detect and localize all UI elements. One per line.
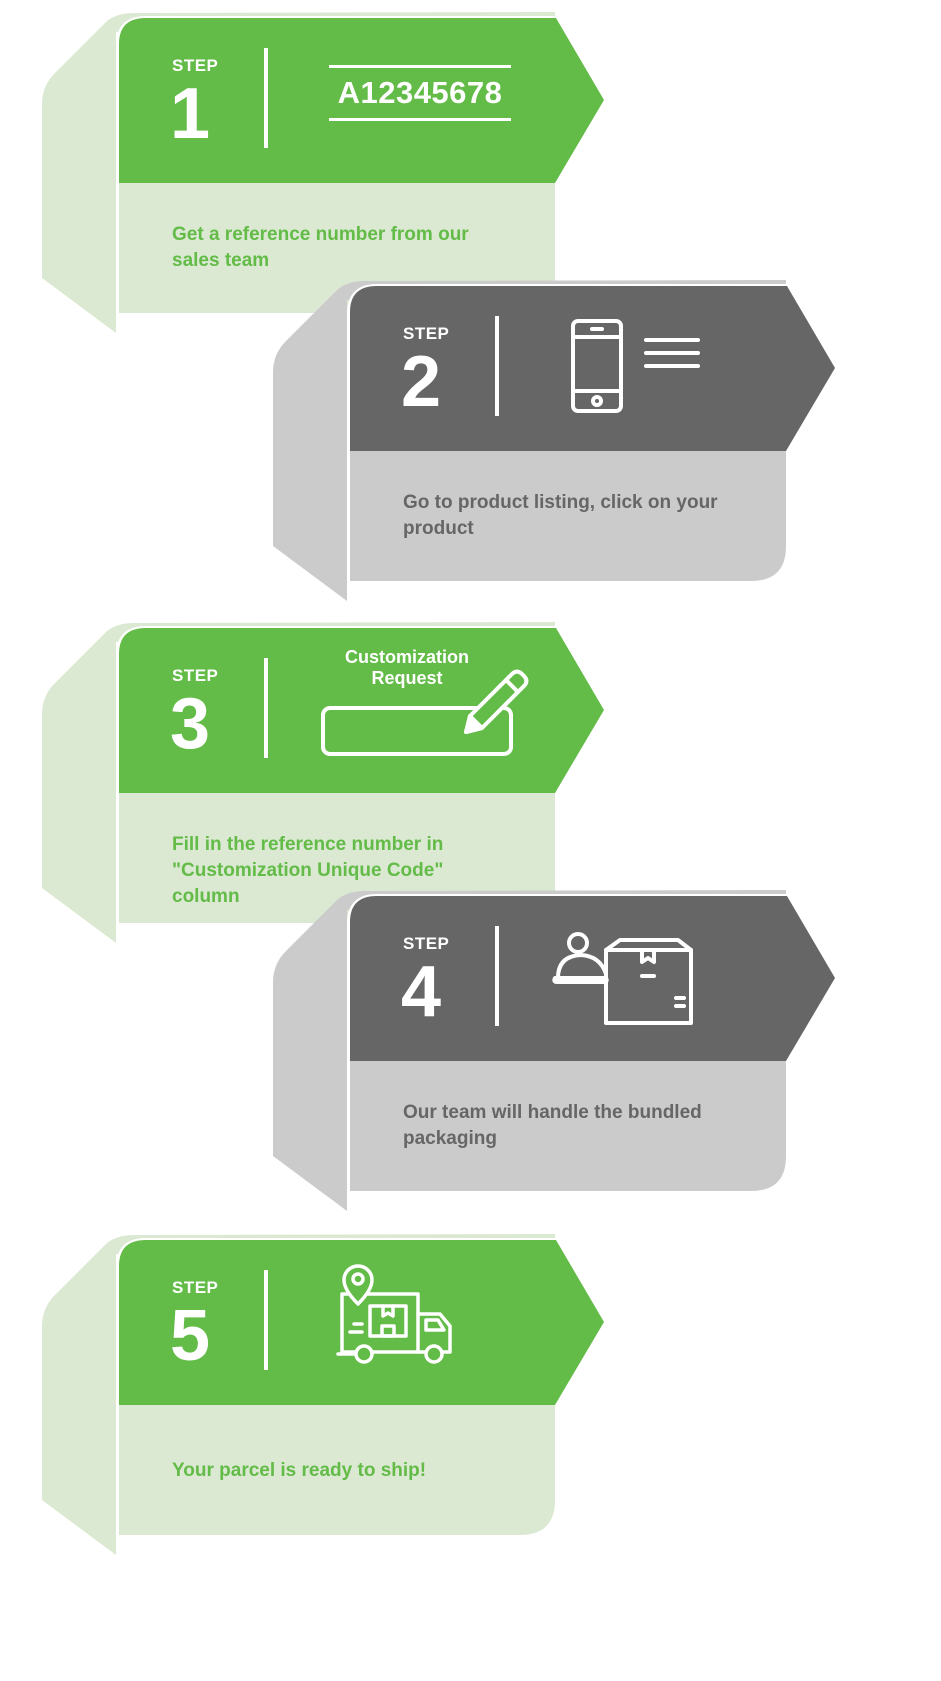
step-5-card: STEP 5 Your parcel is ready to ship! xyxy=(42,1234,612,1559)
divider xyxy=(264,48,268,148)
step-number: 4 xyxy=(401,952,442,1032)
step-label: STEP xyxy=(403,934,450,953)
step-description: Fill in the reference number in "Customi… xyxy=(172,834,444,907)
divider xyxy=(495,926,499,1026)
step-number: 3 xyxy=(170,684,211,764)
step-label: STEP xyxy=(172,56,219,75)
step-number: 1 xyxy=(170,74,211,154)
step-2-card: STEP 2 Go to product listing, click on y… xyxy=(273,280,843,605)
step-description: Go to product listing, click on your pro… xyxy=(403,492,718,539)
smartphone-icon xyxy=(571,319,700,413)
divider xyxy=(264,1270,268,1370)
person-box-icon xyxy=(552,932,693,1025)
edit-field-icon xyxy=(321,669,529,756)
step-4-card: STEP 4 Our team will handle the bundled … xyxy=(273,890,843,1215)
field-title: Customization Request xyxy=(345,647,469,688)
step-number: 2 xyxy=(401,342,442,422)
card-shape xyxy=(42,12,604,333)
card-shape xyxy=(273,280,835,601)
step-number: 5 xyxy=(170,1296,211,1376)
step-description: Get a reference number from our sales te… xyxy=(172,224,469,271)
step-3-card: STEP 3 Customization Request Fill in the… xyxy=(42,622,612,947)
step-label: STEP xyxy=(403,324,450,343)
divider xyxy=(495,316,499,416)
reference-code: A12345678 xyxy=(329,65,511,121)
step-description: Our team will handle the bundled packagi… xyxy=(403,1102,702,1149)
divider xyxy=(264,658,268,758)
step-label: STEP xyxy=(172,1278,219,1297)
step-1-card: STEP 1 A12345678 Get a reference number … xyxy=(42,12,612,337)
delivery-truck-icon xyxy=(336,1264,452,1364)
step-label: STEP xyxy=(172,666,219,685)
card-shape xyxy=(42,1234,604,1555)
step-description: Your parcel is ready to ship! xyxy=(172,1460,427,1481)
